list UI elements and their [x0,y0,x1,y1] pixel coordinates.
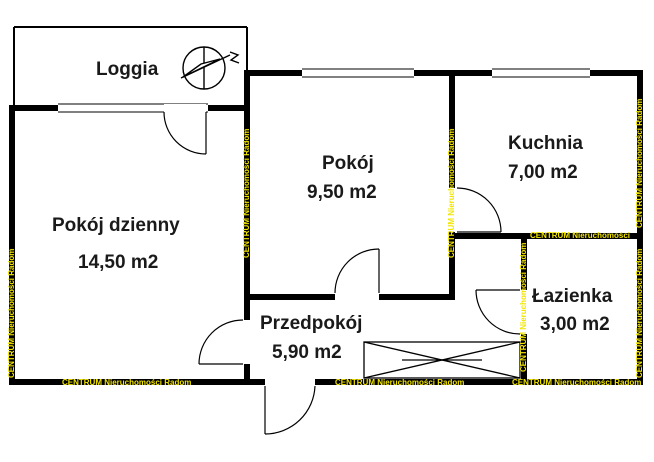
watermark-right-wall-top: CENTRUM Nieruchomości Radom [635,98,644,228]
watermark-right-wall-bottom: CENTRUM Nieruchomości Radom [635,248,644,378]
room-area-hallway: 5,90 m2 [272,342,342,363]
windows [58,68,590,113]
room-area-living-room: 14,50 m2 [78,252,159,273]
room-area-room: 9,50 m2 [307,182,377,203]
room-area-kitchen: 7,00 m2 [508,162,578,183]
watermark-room-right-wall: CENTRUM Nieruchomości Radom [447,128,456,258]
doors [163,111,521,435]
room-name-kitchen: Kuchnia [508,133,583,154]
watermark-bottom-mid: CENTRUM Nieruchomości Radom [335,378,465,387]
door-gaps [164,104,529,387]
watermark-bathroom-wall: CENTRUM Nieruchomości Radom [519,242,528,372]
room-name-bathroom: Łazienka [532,286,613,307]
room-name-loggia: Loggia [96,59,159,80]
room-name-hallway: Przedpokój [260,313,363,334]
room-area-bathroom: 3,00 m2 [540,314,610,335]
wardrobe-box [363,341,521,379]
room-name-living-room: Pokój dzienny [52,215,180,236]
watermark-bottom-right: CENTRUM Nieruchomości Radom [512,378,642,387]
watermark-left-wall: CENTRUM Nieruchomości Radom [7,248,16,378]
watermark-bottom-left: CENTRUM Nieruchomości Radom [62,378,192,387]
compass-icon [180,46,240,90]
watermark-kitchen-wall: CENTRUM Nieruchomości [530,231,631,240]
room-name-room: Pokój [322,153,374,174]
watermark-inner-wall: CENTRUM Nieruchomości Radom [242,128,251,258]
